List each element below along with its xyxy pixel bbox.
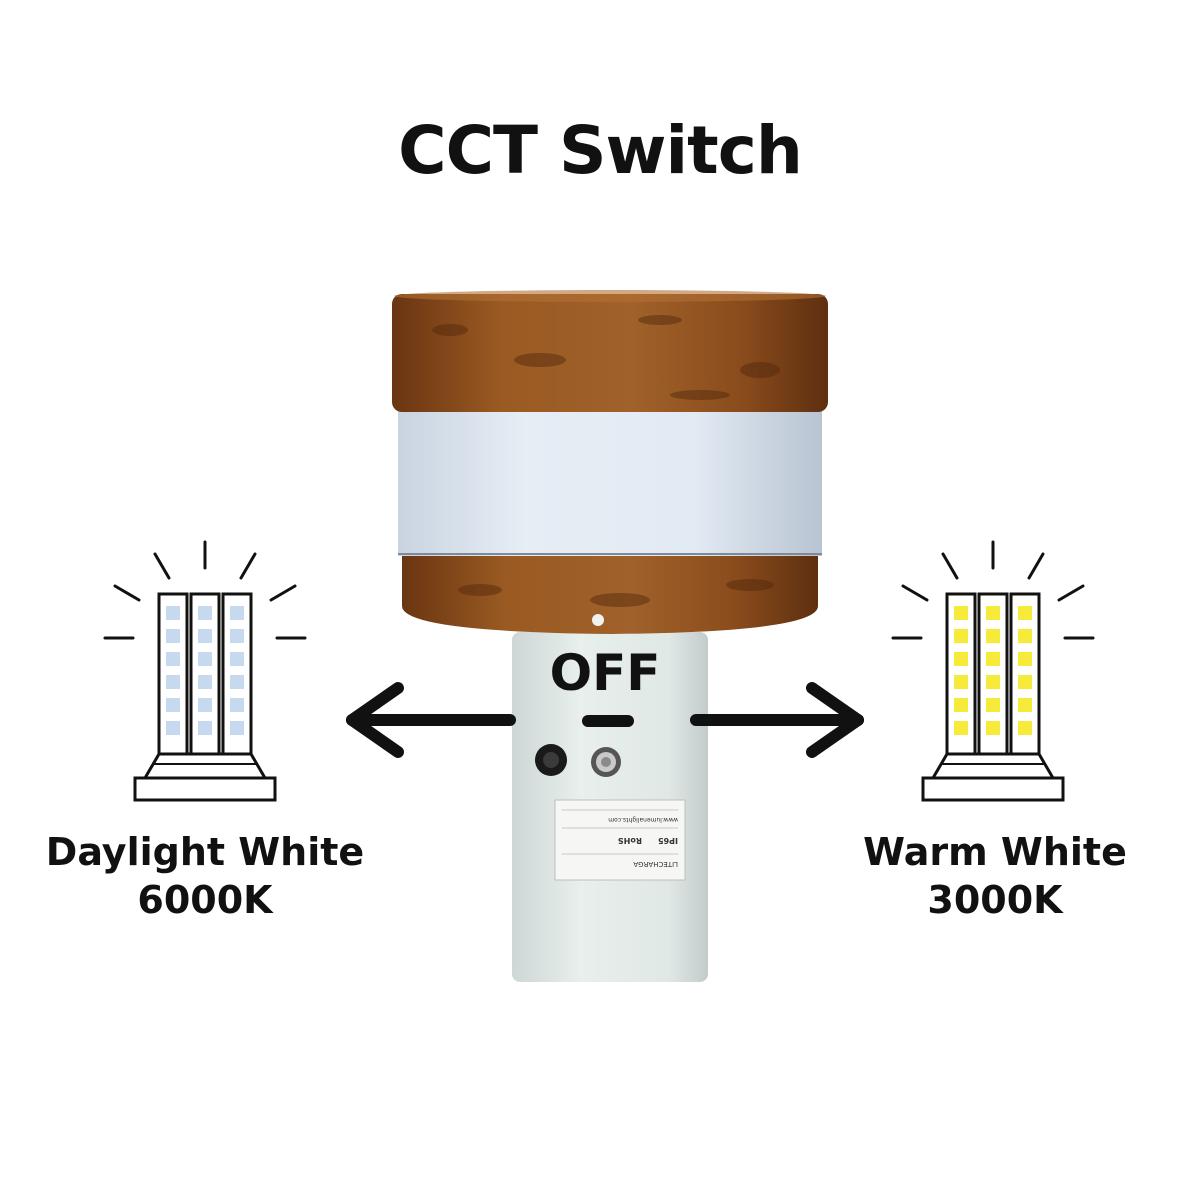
- light-ray: [1027, 552, 1045, 580]
- light-ray: [153, 552, 171, 580]
- option-temperature: 3000K: [927, 878, 1063, 922]
- led-chip: [230, 652, 244, 666]
- led-chip: [954, 652, 968, 666]
- light-ray: [113, 584, 141, 602]
- led-chip: [166, 652, 180, 666]
- led-chip: [198, 675, 212, 689]
- led-chip: [954, 675, 968, 689]
- page-title: CCT Switch: [398, 112, 803, 189]
- sticker-compliance: RoHS: [618, 836, 642, 845]
- led-chip: [1018, 698, 1032, 712]
- led-chip: [1018, 606, 1032, 620]
- led-chip: [230, 675, 244, 689]
- led-chip: [166, 698, 180, 712]
- led-chip: [1018, 675, 1032, 689]
- light-ray: [269, 584, 297, 602]
- sticker-brand: LITECHARGA: [633, 860, 678, 868]
- lamp-body: LITECHARGA IP65 RoHS www.lumenalights.co…: [512, 632, 708, 982]
- led-chip: [198, 606, 212, 620]
- led-chip: [954, 721, 968, 735]
- light-ray: [1057, 584, 1085, 602]
- option-warm-white: Warm White 3000K: [820, 828, 1170, 924]
- led-chip: [986, 652, 1000, 666]
- arrow-left-icon: [346, 682, 516, 758]
- led-chip: [230, 606, 244, 620]
- light-ray: [941, 552, 959, 580]
- power-button-icon[interactable]: [535, 744, 567, 776]
- led-chip: [198, 698, 212, 712]
- lamp-head: [392, 290, 828, 634]
- sticker-website: www.lumenalights.com: [608, 816, 678, 823]
- led-chip: [1018, 629, 1032, 643]
- led-chip: [986, 675, 1000, 689]
- cct-switch-button-icon[interactable]: [591, 747, 621, 777]
- option-temperature: 6000K: [137, 878, 273, 922]
- led-chip: [1018, 652, 1032, 666]
- led-chip: [986, 698, 1000, 712]
- bulb-neck: [142, 752, 268, 780]
- led-chip: [198, 652, 212, 666]
- option-name: Warm White: [863, 830, 1127, 874]
- bulb-base: [133, 776, 277, 802]
- led-chip: [954, 606, 968, 620]
- bulb-base: [921, 776, 1065, 802]
- led-chip: [1018, 721, 1032, 735]
- option-name: Daylight White: [45, 830, 365, 874]
- light-ray: [239, 552, 257, 580]
- led-corn-bulb-cool-icon: [103, 540, 307, 802]
- led-chip: [230, 629, 244, 643]
- led-chip: [954, 629, 968, 643]
- product-sticker: LITECHARGA IP65 RoHS www.lumenalights.co…: [554, 799, 686, 881]
- led-chip: [230, 698, 244, 712]
- led-chip: [986, 721, 1000, 735]
- led-corn-bulb-warm-icon: [891, 540, 1095, 802]
- led-chip: [986, 629, 1000, 643]
- led-chip: [198, 629, 212, 643]
- led-chip: [230, 721, 244, 735]
- arrow-right-icon: [690, 682, 864, 758]
- led-chip: [166, 675, 180, 689]
- off-position-marker: [582, 715, 634, 727]
- switch-position-label: OFF: [549, 644, 661, 702]
- led-chip: [954, 698, 968, 712]
- led-chip: [166, 606, 180, 620]
- light-ray: [901, 584, 929, 602]
- option-daylight-white: Daylight White 6000K: [30, 828, 380, 924]
- led-chip: [166, 629, 180, 643]
- led-chip: [986, 606, 1000, 620]
- bulb-neck: [930, 752, 1056, 780]
- led-chip: [198, 721, 212, 735]
- led-chip: [166, 721, 180, 735]
- sticker-rating: IP65: [658, 836, 678, 845]
